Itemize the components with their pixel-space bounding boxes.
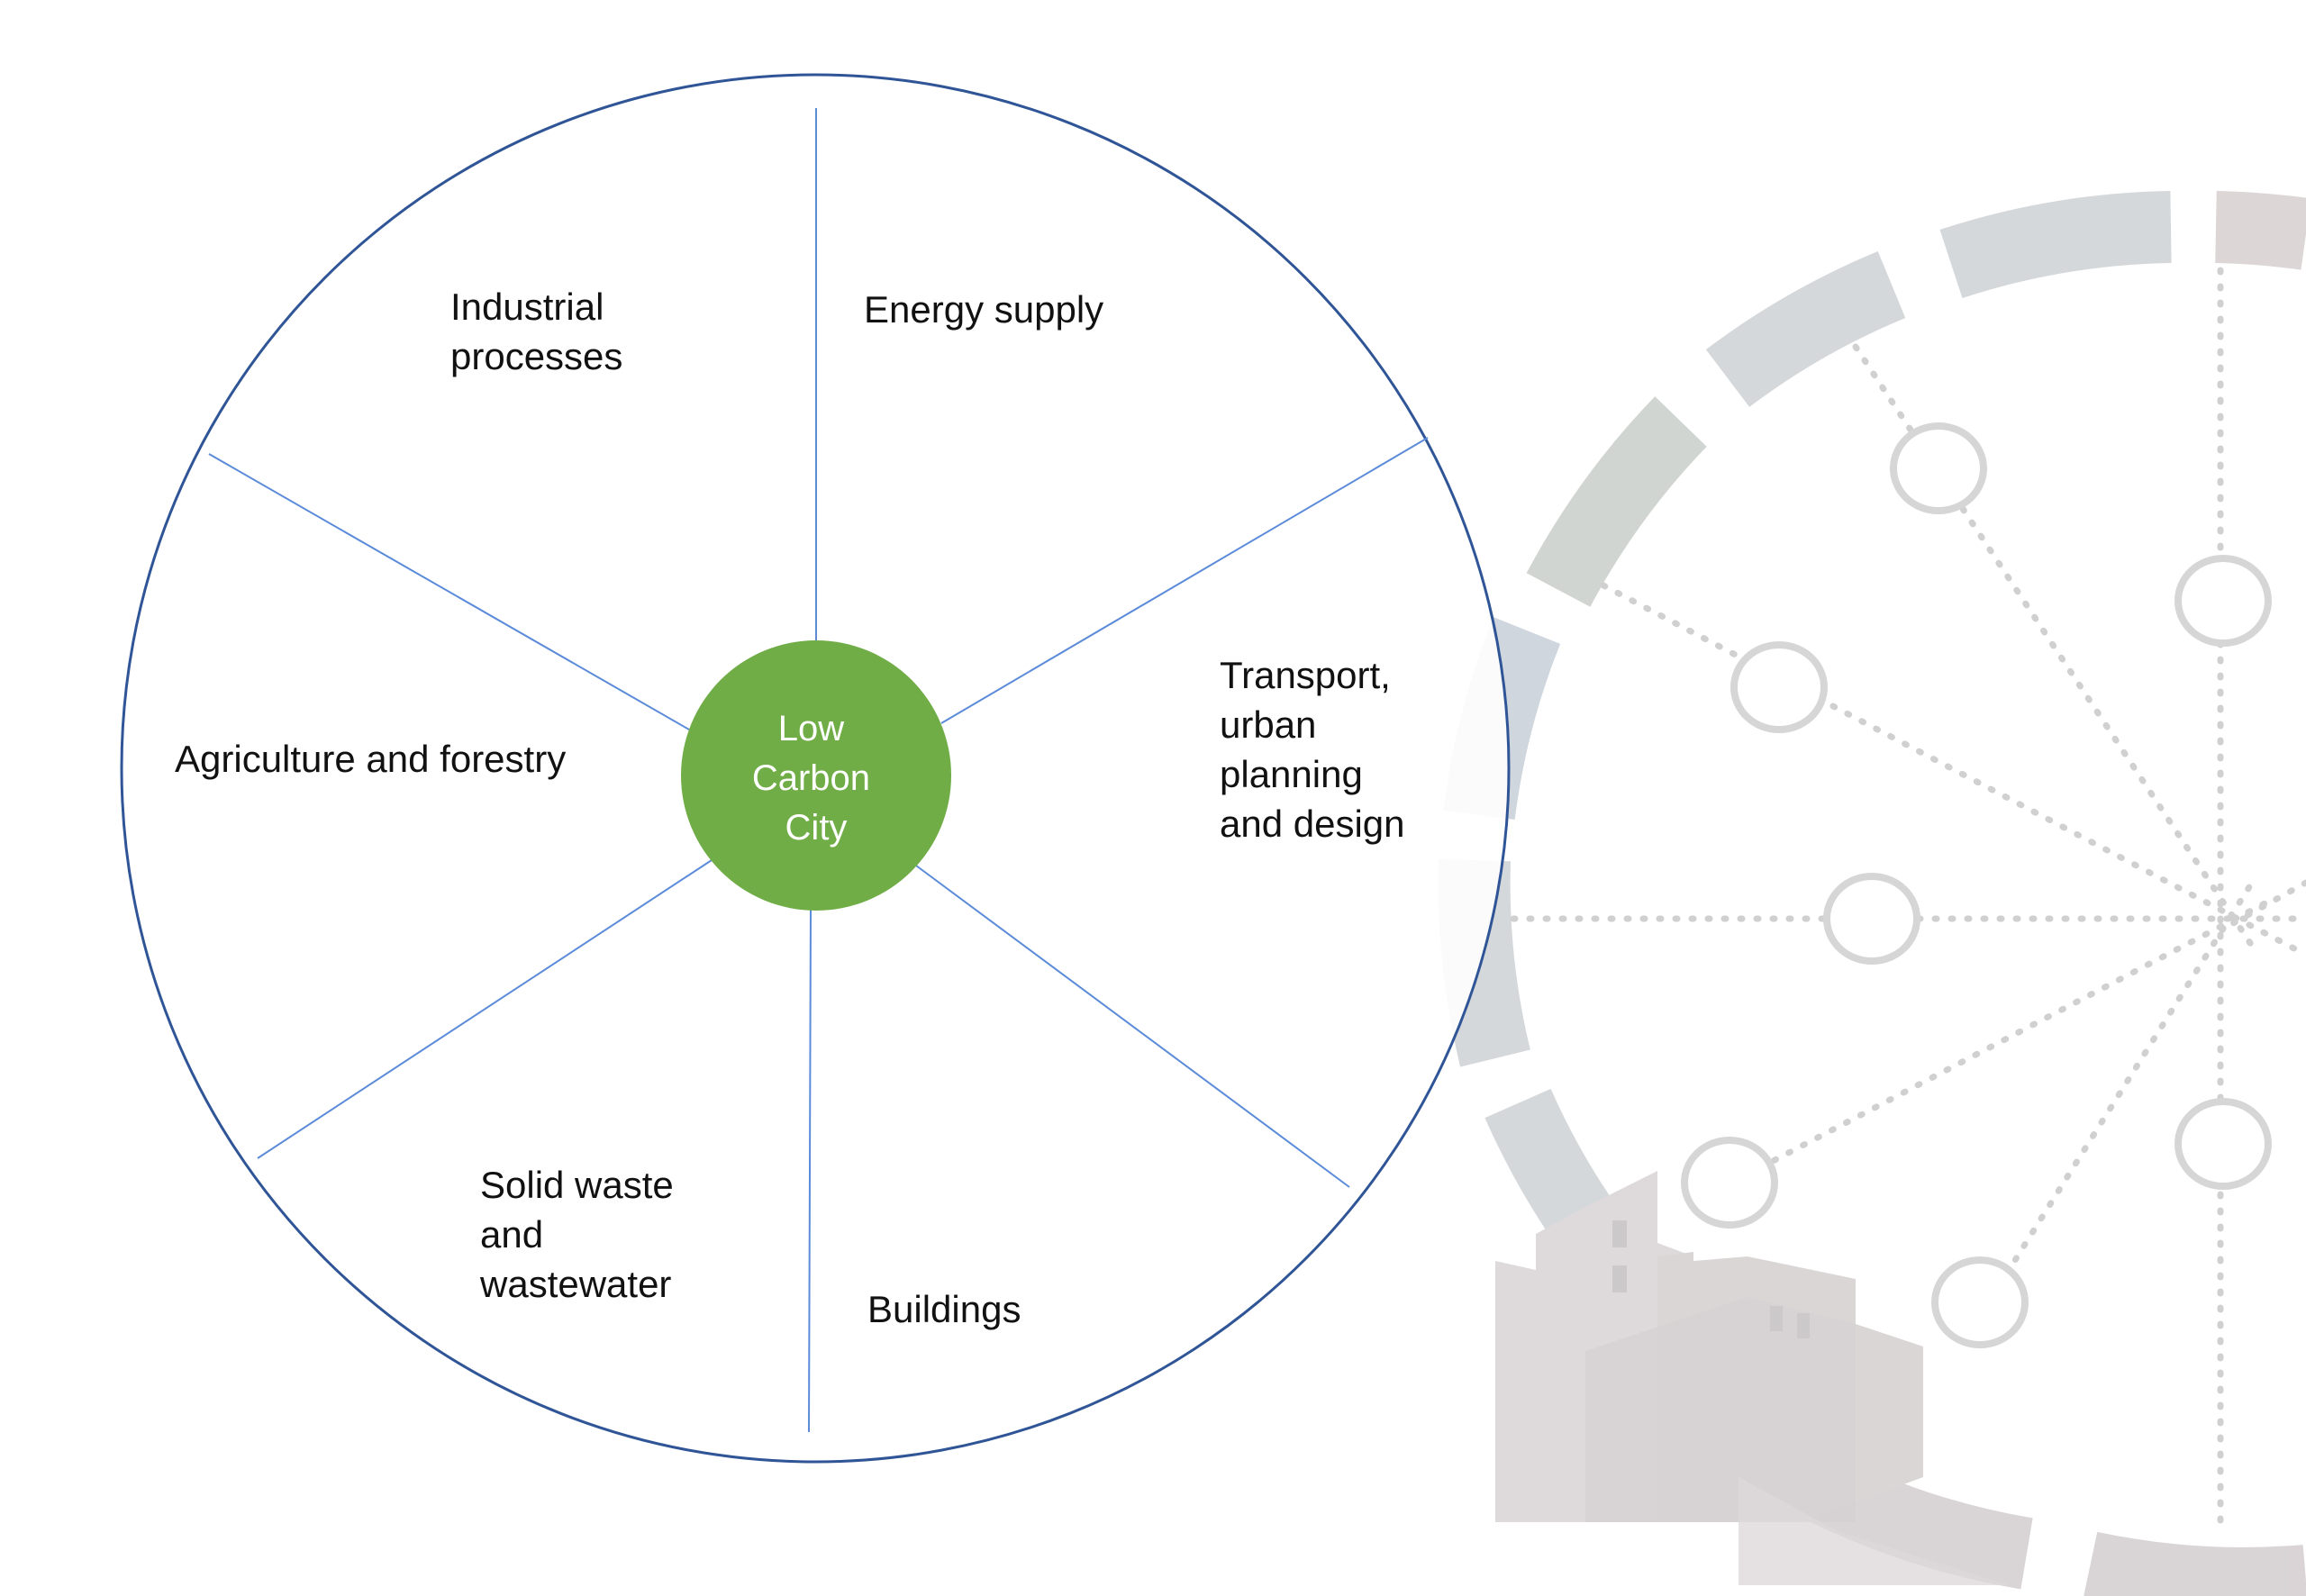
sector-label-energy-supply: Energy supply [864,288,1103,331]
sector-label-transport: Transport, urban planning and design [1220,654,1405,845]
sector-label-buildings: Buildings [867,1288,1021,1330]
label-line: planning [1220,753,1363,795]
label-line: processes [450,335,622,377]
label-line: Agriculture and forestry [175,738,566,780]
hub-label-line: Low [778,709,844,748]
divider-bottom [808,907,812,1433]
hub-label-line: City [785,808,848,848]
label-line: Solid waste [480,1164,674,1206]
label-line: and design [1220,803,1405,845]
sector-label-agriculture: Agriculture and forestry [175,738,566,780]
label-line: Transport, [1220,654,1391,696]
hub-label-line: Carbon [752,758,870,798]
divider-upper-left [208,453,690,730]
sector-label-industrial-processes: Industrial processes [450,286,622,377]
label-line: urban [1220,703,1316,746]
background-buildings [1495,1171,2009,1585]
label-line: wastewater [479,1263,671,1305]
background-dotted-spokes [1510,267,2306,1535]
label-line: Industrial [450,286,604,328]
background-city-illustration [1438,191,2306,1596]
hub-circle [681,640,951,911]
hub-low-carbon-city: Low Carbon City [681,640,951,911]
hub-label: Low Carbon City [752,709,880,848]
sector-label-solid-waste: Solid waste and wastewater [479,1164,684,1305]
label-line: and [480,1213,543,1256]
sector-dividers [208,108,1429,1433]
diagram-wheel: Industrial processes Energy supply Trans… [120,73,1511,1464]
label-line: Buildings [867,1288,1021,1330]
divider-upper-right [940,437,1429,724]
label-line: Energy supply [864,288,1103,331]
divider-lower-right [915,865,1350,1188]
background-node-circles [1681,422,2272,1348]
divider-lower-left [257,859,713,1159]
